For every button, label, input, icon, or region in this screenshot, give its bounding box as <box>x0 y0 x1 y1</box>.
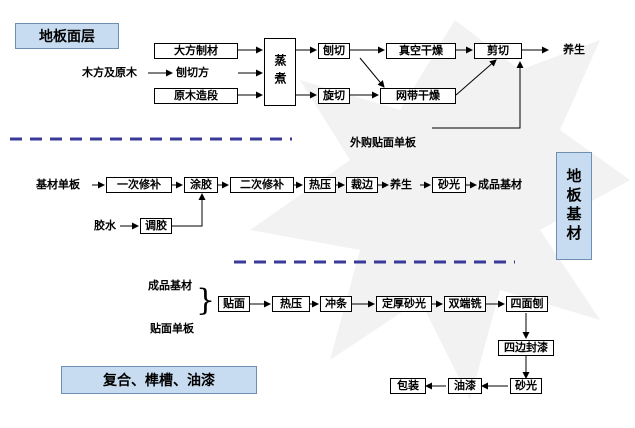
step-thickness-sanding: 定厚砂光 <box>376 296 432 312</box>
label-curing-2: 养生 <box>390 178 412 191</box>
label-face-veneer: 贴面单板 <box>150 322 194 335</box>
step-sanding-1: 砂光 <box>432 177 466 193</box>
section-title-floor-layer: 地板面层 <box>15 23 119 49</box>
step-rotary-cut: 旋切 <box>318 88 350 104</box>
label-glue: 胶水 <box>94 219 116 232</box>
step-hot-press-1: 热压 <box>304 177 336 193</box>
section-title-floor-substrate: 地板基材 <box>556 152 592 260</box>
step-trim-cut: 剪切 <box>474 43 522 59</box>
step-steam-boil-label: 蒸煮 <box>273 54 287 90</box>
step-vacuum-dry: 真空干燥 <box>386 43 456 59</box>
label-curing-1: 养生 <box>563 43 585 56</box>
label-planed-square: 刨切方 <box>176 66 209 79</box>
label-purchased-veneer: 外购贴面单板 <box>350 136 416 149</box>
step-hot-press-2: 热压 <box>272 296 310 312</box>
step-large-lumber: 大方制材 <box>154 43 238 59</box>
step-sanding-2: 砂光 <box>510 378 542 394</box>
step-plane-cut: 刨切 <box>318 43 350 59</box>
step-punch-strip: 冲条 <box>320 296 352 312</box>
label-finished-substrate-out: 成品基材 <box>478 178 522 191</box>
label-logs: 木方及原木 <box>82 66 137 79</box>
step-second-repair: 二次修补 <box>230 177 294 193</box>
step-four-edge-sealing: 四边封漆 <box>498 340 554 356</box>
step-oil-paint: 油漆 <box>448 378 482 394</box>
step-glue-mixing: 调胶 <box>140 218 172 234</box>
brace-merge: } <box>196 283 216 318</box>
step-glue-spread: 涂胶 <box>184 177 218 193</box>
step-first-repair: 一次修补 <box>106 177 172 193</box>
step-double-end-milling: 双端铣 <box>444 296 486 312</box>
step-facing: 贴面 <box>218 296 250 312</box>
step-four-side-planing: 四面刨 <box>506 296 548 312</box>
step-packaging: 包装 <box>390 378 426 394</box>
step-mesh-belt-dry: 网带干燥 <box>380 88 456 104</box>
label-substrate-veneer: 基材单板 <box>36 178 80 191</box>
step-steam-boil: 蒸煮 <box>264 38 296 106</box>
step-edge-trim: 裁边 <box>346 177 378 193</box>
label-finished-substrate-in: 成品基材 <box>148 279 192 292</box>
section-title-composite: 复合、榫槽、油漆 <box>61 366 257 394</box>
step-log-sectioning: 原木造段 <box>154 88 238 104</box>
